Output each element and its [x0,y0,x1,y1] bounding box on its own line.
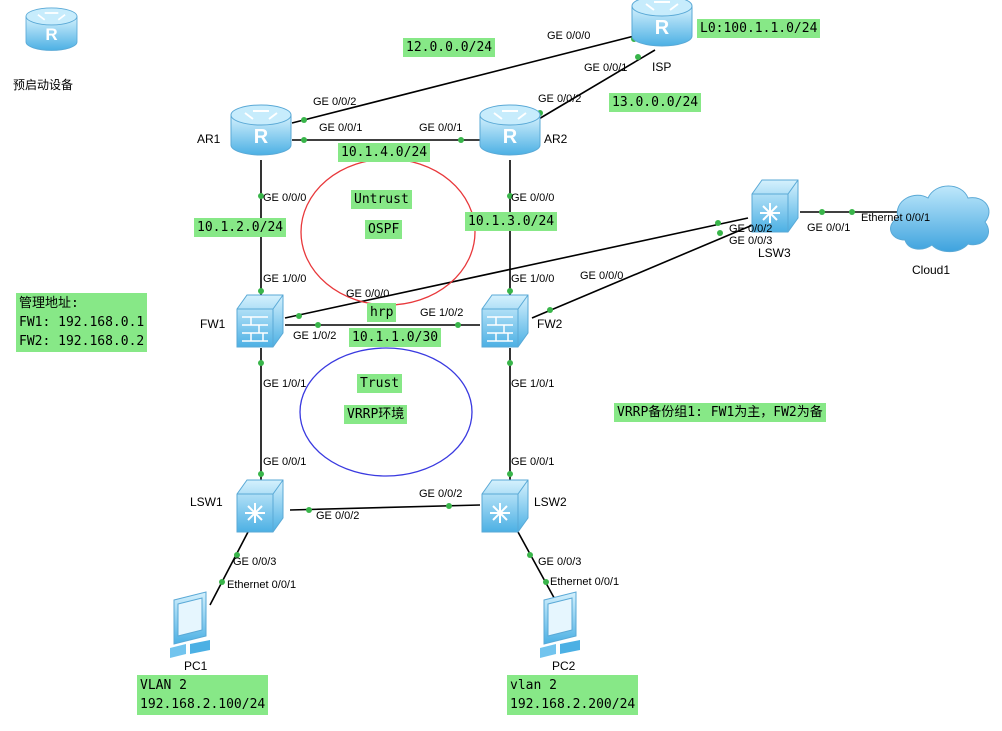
port-dots [219,36,855,585]
port-label: GE 1/0/0 [263,273,307,285]
note-network-10-1-3: 10.1.3.0/24 [465,212,558,231]
lsw2-switch-icon[interactable] [481,479,529,533]
note-vrrp-env: VRRP环境 [344,405,408,424]
port-label: GE 0/0/3 [538,556,582,568]
note-loopback: L0:100.1.1.0/24 [697,19,821,38]
note-network-10-1-4: 10.1.4.0/24 [338,143,431,162]
port-label: GE 0/0/2 [316,510,360,522]
isp-router-icon[interactable] [631,0,693,47]
port-label: GE 1/0/1 [511,378,555,390]
port-label: Ethernet 0/0/1 [861,212,931,224]
port-label: GE 0/0/0 [346,288,390,300]
note-hrp: hrp [367,303,397,322]
fw2-name: FW2 [537,317,563,331]
fw1-firewall-icon[interactable] [236,294,284,348]
port-label: GE 1/0/1 [263,378,307,390]
note-pc2-info: vlan 2 192.168.2.200/24 [507,675,639,715]
link-fw2-lsw3 [531,223,756,319]
port-label: GE 0/0/3 [233,556,277,568]
note-ospf: OSPF [365,220,403,239]
isp-name: ISP [652,60,672,74]
ar2-router-icon[interactable] [479,104,541,156]
link-lsw1-pc1 [209,531,249,606]
note-network-12: 12.0.0.0/24 [403,38,496,57]
link-ar1-isp [291,33,643,124]
pc2-name: PC2 [552,659,576,673]
legend-device-label: 预启动设备 [13,78,74,92]
port-label: Ethernet 0/0/1 [227,579,297,591]
fw1-name: FW1 [200,317,226,331]
note-network-10-1-2: 10.1.2.0/24 [194,218,287,237]
port-label: GE 0/0/2 [729,223,773,235]
port-label: GE 1/0/2 [420,307,464,319]
port-label: Ethernet 0/0/1 [550,576,620,588]
port-label: GE 0/0/2 [313,96,357,108]
note-network-13: 13.0.0.0/24 [609,93,702,112]
port-label: GE 0/0/1 [511,456,555,468]
port-label: GE 0/0/1 [319,122,363,134]
trust-zone-circle [299,347,473,477]
port-label: GE 0/0/3 [729,235,773,247]
link-ar2-isp [531,49,656,124]
port-label: GE 0/0/0 [547,30,591,42]
note-network-10-1-1: 10.1.1.0/30 [349,328,442,347]
note-untrust: Untrust [351,190,412,209]
legend-router-icon [25,7,78,52]
lsw1-switch-icon[interactable] [236,479,284,533]
fw2-firewall-icon[interactable] [481,294,529,348]
port-label: GE 0/0/1 [584,62,628,74]
note-pc1-info: VLAN 2 192.168.2.100/24 [137,675,269,715]
port-label: GE 0/0/1 [263,456,307,468]
port-label: GE 0/0/0 [511,192,555,204]
note-trust: Trust [357,374,403,393]
lsw3-name: LSW3 [758,246,791,260]
pc1-icon[interactable] [169,591,211,659]
port-label: GE 0/0/1 [807,222,851,234]
pc2-icon[interactable] [539,591,581,659]
note-management-address: 管理地址: FW1: 192.168.0.1 FW2: 192.168.0.2 [16,293,148,352]
port-label: GE 0/0/2 [419,488,463,500]
ar1-router-icon[interactable] [230,104,292,156]
lsw2-name: LSW2 [534,495,567,509]
port-label: GE 0/0/0 [263,192,307,204]
port-label: GE 0/0/0 [580,270,624,282]
port-label: GE 1/0/0 [511,273,555,285]
port-label: GE 1/0/2 [293,330,337,342]
ar1-name: AR1 [197,132,221,146]
cloud1-icon[interactable] [890,185,990,253]
pc1-name: PC1 [184,659,208,673]
ar2-name: AR2 [544,132,568,146]
note-vrrp-group: VRRP备份组1: FW1为主，FW2为备 [614,403,826,422]
lsw1-name: LSW1 [190,495,223,509]
port-label: GE 0/0/1 [419,122,463,134]
port-label: GE 0/0/2 [538,93,582,105]
link-lsw2-pc2 [517,531,559,606]
cloud1-name: Cloud1 [912,263,951,277]
